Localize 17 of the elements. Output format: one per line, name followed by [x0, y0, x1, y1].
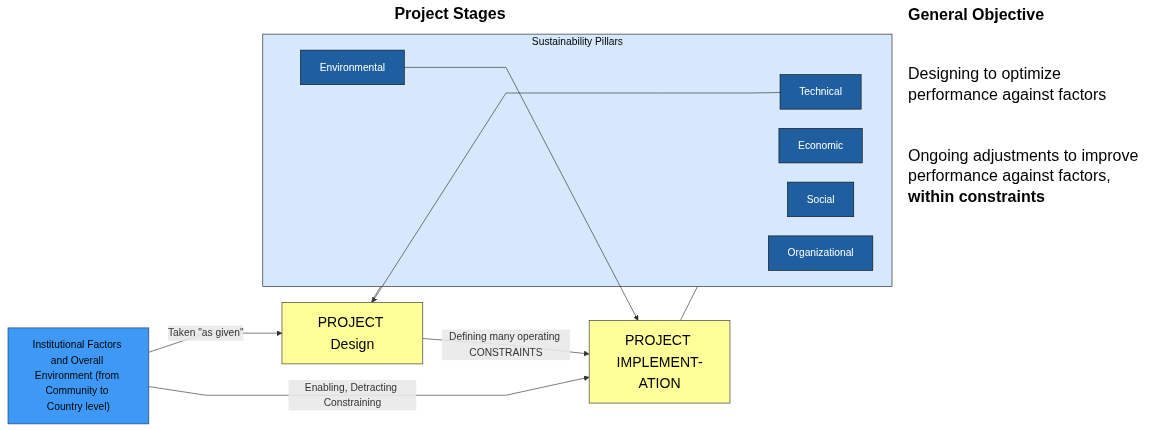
node-box: Social: [787, 181, 855, 217]
node-box: PROJECT IMPLEMENT-ATION: [588, 320, 731, 404]
connector: [370, 286, 382, 303]
column-heading: Project Stages: [394, 5, 506, 23]
edge-label: Taken "as given": [167, 327, 244, 339]
edge-label: Enabling, Detracting Constraining: [304, 381, 398, 409]
connector: [680, 286, 698, 321]
node-box: Organizational: [768, 235, 874, 271]
node-box: Economic: [778, 128, 863, 164]
objective-note: Ongoing adjustments to improve performance against factors, within constraints: [908, 145, 1140, 208]
objective-note: Designing to optimize performance against factors: [908, 64, 1108, 105]
edge-label: Defining many operating CONSTRAINTS: [449, 331, 561, 358]
node-box: PROJECT Design: [281, 302, 424, 365]
node-box: Institutional Factors and Overall Environment (from Community to Country level): [7, 327, 150, 425]
node-box: Environmental: [300, 49, 405, 85]
column-heading: General Objective: [908, 6, 1046, 24]
node-box: Technical: [779, 74, 862, 110]
